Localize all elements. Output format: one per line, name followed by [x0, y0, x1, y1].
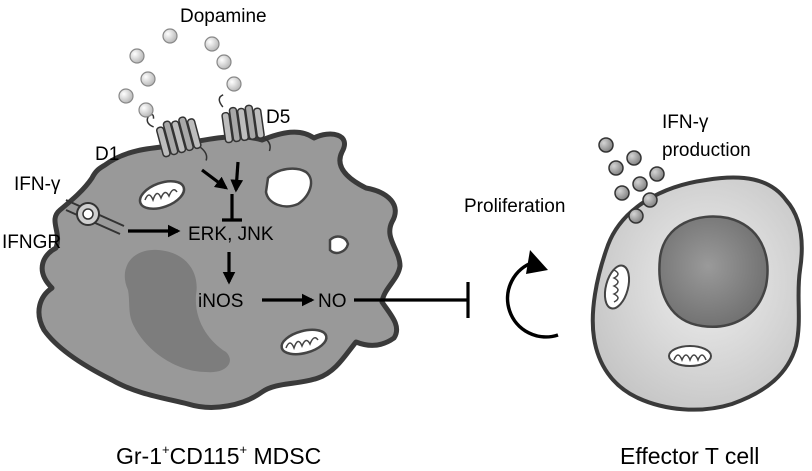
mdsc-nucleus	[124, 249, 230, 373]
ifn-gamma-molecules	[598, 137, 665, 224]
mdsc-caption-middle: CD115	[170, 443, 240, 469]
proliferation-cycle-icon	[505, 250, 559, 339]
tcell-nucleus	[658, 215, 769, 328]
mdsc-caption-sup2: +	[239, 442, 247, 457]
mitochondrion-icon	[138, 180, 186, 210]
tcell-caption: Effector T cell	[620, 443, 759, 469]
ifn-gamma-production-label-line2: production	[662, 140, 751, 161]
mitochondrion-icon	[280, 328, 328, 356]
mdsc-caption-prefix: Gr-1	[116, 443, 162, 469]
ifn-dot	[642, 192, 658, 208]
mdsc-caption-sup1: +	[162, 442, 170, 457]
dopamine-dot	[140, 71, 156, 87]
d5-receptor-icon	[218, 94, 271, 152]
dopamine-dot	[129, 48, 145, 64]
dopamine-dot	[162, 28, 178, 44]
dopamine-dot	[226, 76, 242, 92]
ifngr-receptor-icon	[65, 199, 125, 235]
ifn-dot	[598, 137, 614, 153]
ifn-dot	[608, 160, 624, 176]
ifn-dot	[626, 150, 642, 166]
d5-label: D5	[266, 107, 290, 128]
dopamine-dot	[118, 88, 134, 104]
mdsc-caption-suffix: MDSC	[247, 443, 321, 469]
mitochondrion-icon	[603, 264, 631, 310]
ifngr-label: IFNGR	[2, 232, 61, 253]
ifn-gamma-production-label-line1: IFN-γ	[662, 112, 709, 133]
arrow-d1-to-erk	[201, 168, 229, 190]
no-label: NO	[318, 291, 347, 312]
dopamine-molecules	[118, 28, 242, 118]
ifn-dot	[649, 166, 665, 182]
ifn-dot	[632, 176, 648, 192]
dopamine-dot	[138, 102, 154, 118]
ifn-gamma-label: IFN-γ	[14, 174, 61, 195]
dopamine-dot	[204, 36, 220, 52]
d1-receptor-icon	[146, 113, 208, 161]
ifn-dot	[614, 185, 630, 201]
dopamine-dot	[216, 54, 232, 70]
proliferation-label: Proliferation	[464, 196, 565, 217]
inos-label: iNOS	[198, 291, 243, 312]
dopamine-label: Dopamine	[180, 6, 267, 27]
d1-label: D1	[95, 144, 119, 165]
mitochondrion-icon	[668, 345, 712, 367]
mdsc-vacuole	[264, 167, 313, 208]
erk-jnk-label: ERK, JNK	[188, 224, 274, 245]
arrow-d5-to-erk	[230, 161, 244, 193]
mdsc-caption: Gr-1+CD115+ MDSC	[116, 442, 321, 469]
ifn-dot	[628, 208, 644, 224]
mdsc-vacuole	[328, 235, 350, 255]
signaling-arrows	[128, 161, 470, 318]
